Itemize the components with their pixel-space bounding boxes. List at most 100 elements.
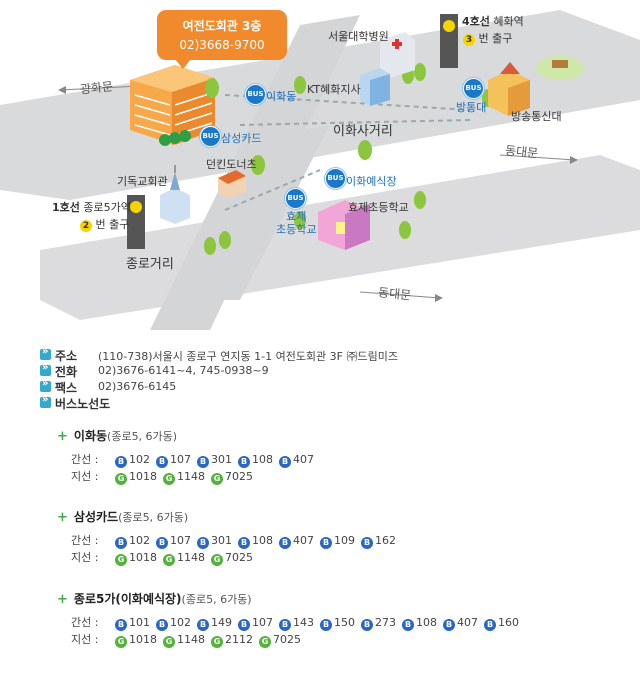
- line1-exit-text: 번 출구: [95, 218, 130, 231]
- plus-icon: +: [57, 429, 68, 444]
- trunk-label: 간선 :: [71, 616, 99, 629]
- line1-prefix: 1호선: [52, 201, 80, 214]
- line4-exit-label: 3 번 출구: [463, 32, 512, 46]
- kt-building: [360, 68, 390, 106]
- trunk-bus-icon: B: [115, 456, 127, 468]
- bangtongdae-building: [488, 62, 530, 116]
- route-number: 107: [170, 453, 191, 466]
- route-number: 107: [252, 616, 273, 629]
- route-number: 407: [293, 453, 314, 466]
- line1-station-name: 종로5가역: [83, 201, 131, 214]
- line4-station-name: 혜화역: [493, 15, 524, 28]
- branch-bus-icon: G: [163, 473, 175, 485]
- dunkin-label: 던킨도너츠: [206, 158, 257, 171]
- trunk-bus-icon: B: [238, 619, 250, 631]
- bus-stop-hyoje-icon: BUS: [285, 188, 306, 209]
- line1-exit-label: 2 번 출구: [80, 218, 129, 232]
- route-number: 273: [375, 616, 396, 629]
- hospital-label: 서울대학병원: [328, 30, 389, 43]
- route-number: 1148: [177, 551, 205, 564]
- dunkin-building: [218, 170, 246, 198]
- church-label: 기독교회관: [117, 175, 168, 188]
- bus-stop-samsungcard-icon: BUS: [200, 126, 221, 147]
- bus-stop-bangtongdae-label: 방통대: [456, 101, 487, 114]
- callout-building-name: 여전도회관 3층: [182, 19, 262, 33]
- route-number: 107: [170, 534, 191, 547]
- route-number: 108: [252, 534, 273, 547]
- route-number: 1018: [129, 470, 157, 483]
- route-number: 1148: [177, 470, 205, 483]
- route-number: 101: [129, 616, 150, 629]
- trunk-bus-icon: B: [279, 537, 291, 549]
- trunk-bus-icon: B: [320, 619, 332, 631]
- branch-bus-icon: G: [115, 473, 127, 485]
- trunk-bus-icon: B: [238, 456, 250, 468]
- trunk-bus-icon: B: [402, 619, 414, 631]
- bangtongdae-label: 방송통신대: [511, 110, 562, 123]
- bus-stop-samsungcard-label: 삼성카드: [221, 132, 262, 145]
- route-number: 102: [170, 616, 191, 629]
- branch-bus-icon: G: [115, 636, 127, 648]
- bus-stop-hyoje-label: 효제 초등학교: [276, 210, 317, 236]
- branch-label: 지선 :: [71, 470, 99, 483]
- route-number: 407: [457, 616, 478, 629]
- route-number: 1018: [129, 551, 157, 564]
- stop-name: 이화동: [73, 429, 108, 443]
- trunk-bus-icon: B: [197, 537, 209, 549]
- location-map: 여전도회관 3층 02)3668-9700 광화문 동대문 동대문 이화사거리 …: [0, 10, 640, 330]
- phone-value: 02)3676-6141~4, 745-0938~9: [98, 364, 269, 377]
- branch-bus-icon: G: [211, 473, 223, 485]
- ihwa-intersection-label: 이화사거리: [333, 124, 393, 139]
- stop-name: 삼성카드: [73, 510, 119, 524]
- trunk-bus-icon: B: [320, 537, 332, 549]
- route-number: 301: [211, 453, 232, 466]
- bus-route-heading: 버스노선도: [55, 397, 111, 411]
- bus-stop-bangtongdae-icon: BUS: [463, 78, 484, 99]
- line4-subway-pillar: [440, 14, 458, 68]
- trunk-bus-icon: B: [279, 456, 291, 468]
- route-number: 160: [498, 616, 519, 629]
- route-number: 2112: [225, 633, 253, 646]
- plus-icon: +: [57, 510, 68, 525]
- trunk-bus-icon: B: [197, 619, 209, 631]
- fax-key: 팩스: [55, 381, 78, 395]
- bus-stop-ihwadong-label: 이화동: [266, 90, 297, 103]
- trunk-bus-icon: B: [279, 619, 291, 631]
- trunk-bus-icon: B: [156, 619, 168, 631]
- branch-bus-icon: G: [259, 636, 271, 648]
- line1-station-label: 1호선 종로5가역: [52, 201, 131, 214]
- phone-key: 전화: [55, 365, 78, 379]
- trunk-bus-icon: B: [361, 619, 373, 631]
- line1-exit-number: 2: [80, 220, 92, 232]
- trunk-bus-icon: B: [115, 619, 127, 631]
- map-graphic: [0, 10, 640, 330]
- location-callout: 여전도회관 3층 02)3668-9700: [157, 10, 287, 69]
- route-number: 149: [211, 616, 232, 629]
- route-section-title: +이화동(종로5, 6가동): [57, 427, 177, 444]
